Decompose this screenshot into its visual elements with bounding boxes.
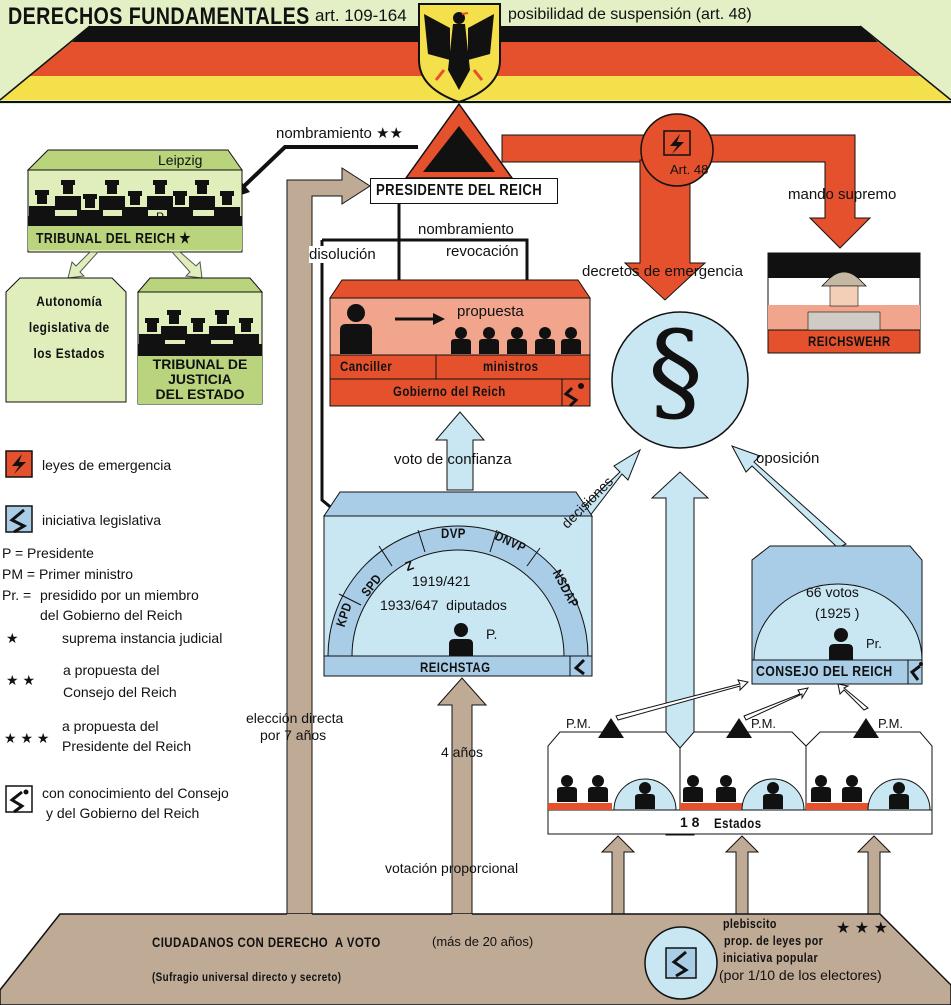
legend-emergencia: leyes de emergencia — [42, 457, 172, 473]
consejo-box — [751, 545, 923, 685]
decretos-label: decretos de emergencia — [582, 263, 743, 280]
legend-star2-symbol: ★ ★ — [6, 672, 35, 688]
estados-count: 1 8 — [680, 814, 700, 830]
legend-p: P = Presidente — [2, 545, 94, 561]
pm-label-1: P.M. — [566, 716, 592, 731]
estados-label[interactable]: Estados — [714, 815, 762, 831]
oposicion-label: oposición — [756, 450, 820, 467]
legend-pr-key: Pr. = — [2, 587, 32, 603]
tribunal-estado-box — [136, 277, 264, 405]
reichswehr-label[interactable]: REICHSWEHR — [808, 333, 891, 349]
opposition-arrow — [730, 445, 847, 549]
four-years-arrow — [436, 677, 488, 916]
election-arrow — [286, 167, 371, 916]
reichstag-p: P. — [486, 626, 498, 642]
propuesta-label: propuesta — [457, 303, 524, 320]
lightning-icon — [670, 134, 684, 154]
legend-conoc2: y del Gobierno del Reich — [46, 805, 200, 821]
legend-conoc1: con conocimiento del Consejo — [42, 785, 229, 801]
tribunal-p: P. — [156, 210, 166, 224]
state-pm-triangles — [598, 718, 879, 738]
legend-initiative-icon — [5, 505, 33, 534]
legend-star1: suprema instancia judicial — [62, 630, 223, 646]
tribunal-estado-text[interactable]: TRIBUNAL DE JUSTICIA DEL ESTADO — [152, 356, 248, 402]
header-articles: art. 109-164 — [315, 6, 407, 25]
reichstag-initiative-icon — [573, 658, 586, 676]
nombramiento-tribunal-label: nombramiento ★★ — [276, 125, 403, 142]
cuatro-anios-label: 4 años — [441, 744, 484, 760]
tribunal-city: Leipzig — [158, 152, 203, 168]
legend-star3a: a propuesta del — [62, 718, 159, 734]
consejo-pr: Pr. — [866, 636, 882, 651]
art48-label: Art. 48 — [670, 162, 709, 177]
header-suspension: posibilidad de suspensión (art. 48) — [508, 6, 752, 23]
paragraph-icon: § — [648, 307, 703, 435]
gobierno-initiative-icon — [563, 383, 584, 408]
emergency-arrow — [501, 113, 872, 301]
president-label: PRESIDENTE DEL REICH — [376, 182, 543, 199]
party-dvp: DVP — [441, 525, 466, 541]
legend-star1-symbol: ★ — [6, 630, 19, 646]
voters-title: CIUDADANOS CON DERECHO A VOTO — [152, 934, 381, 950]
tribunal-label[interactable]: TRIBUNAL DEL REICH ★ — [36, 230, 191, 247]
gobierno-label[interactable]: Gobierno del Reich — [393, 383, 506, 399]
consejo-votos: 66 votos — [806, 584, 859, 600]
ministros-label[interactable]: ministros — [483, 358, 539, 374]
consejo-year: (1925 ) — [815, 605, 860, 621]
voto-label: voto de confianza — [394, 451, 512, 468]
proporcional-label: votación proporcional — [385, 860, 519, 876]
reichstag-1933: 1933/647 diputados — [380, 597, 507, 613]
appointment-arrow — [238, 145, 418, 192]
header-title: DERECHOS FUNDAMENTALES — [8, 3, 310, 30]
legend-pr2: del Gobierno del Reich — [40, 607, 183, 623]
reichstag-label[interactable]: REICHSTAG — [420, 659, 491, 675]
plebiscite-initiative-icon — [671, 950, 689, 978]
plebiscito-label: plebiscito — [723, 916, 777, 931]
voters-base — [0, 913, 951, 1005]
law-circle — [611, 311, 749, 449]
mando-label: mando supremo — [788, 186, 897, 203]
revocacion-label: revocación — [446, 243, 519, 260]
autonomia-text: Autonomía legislativa de los Estados — [28, 293, 110, 361]
legend-star3-symbol: ★ ★ ★ — [4, 730, 50, 746]
canciller-label[interactable]: Canciller — [340, 358, 393, 374]
nombramiento-label: nombramiento — [418, 221, 514, 238]
legend-knowledge-icon — [5, 785, 33, 814]
party-dividers — [338, 529, 541, 606]
reichstag-1919: 1919/421 — [412, 573, 471, 589]
electores-label: (por 1/10 de los electores) — [719, 967, 882, 983]
voters-sufragio: (Sufragio universal directo y secreto) — [152, 970, 342, 984]
voters-age: (más de 20 años) — [432, 934, 534, 949]
disolucion-label: disolución — [309, 246, 376, 263]
consejo-president-icon — [829, 628, 853, 660]
legend-star3b: Presidente del Reich — [62, 738, 192, 754]
consejo-initiative-icon — [909, 662, 923, 681]
siete-anios-label: por 7 años — [260, 727, 327, 743]
pm-label-3: P.M. — [878, 716, 904, 731]
eagle-crest-icon — [418, 3, 501, 104]
chancellor-icon — [340, 304, 372, 354]
reichswehr-box — [767, 252, 921, 354]
legend-iniciativa: iniciativa legislativa — [42, 512, 162, 528]
reichstag-president-icon — [449, 623, 473, 656]
confidence-arrow — [434, 411, 486, 491]
legend-emergency-icon — [5, 450, 33, 478]
legend-pr1: presidido por un miembro — [40, 587, 199, 603]
pm-arrows — [615, 679, 869, 721]
legend-star2a: a propuesta del — [63, 662, 160, 678]
president-box[interactable]: PRESIDENTE DEL REICH — [370, 178, 558, 204]
legend-pm: PM = Primer ministro — [2, 566, 134, 582]
voters-stars: ★ ★ ★ — [836, 920, 888, 937]
reichstag-box — [323, 491, 593, 677]
legend-star2b: Consejo del Reich — [63, 684, 177, 700]
iniciativa-popular-label: iniciativa popular — [723, 950, 819, 965]
pm-label-2: P.M. — [751, 716, 777, 731]
prop-leyes-label: prop. de leyes por — [724, 933, 824, 948]
consejo-label[interactable]: CONSEJO DEL REICH — [756, 663, 893, 680]
autonomia-box — [5, 277, 127, 403]
state-vote-arrows — [600, 835, 892, 916]
eleccion-label: elección directa — [246, 710, 344, 726]
